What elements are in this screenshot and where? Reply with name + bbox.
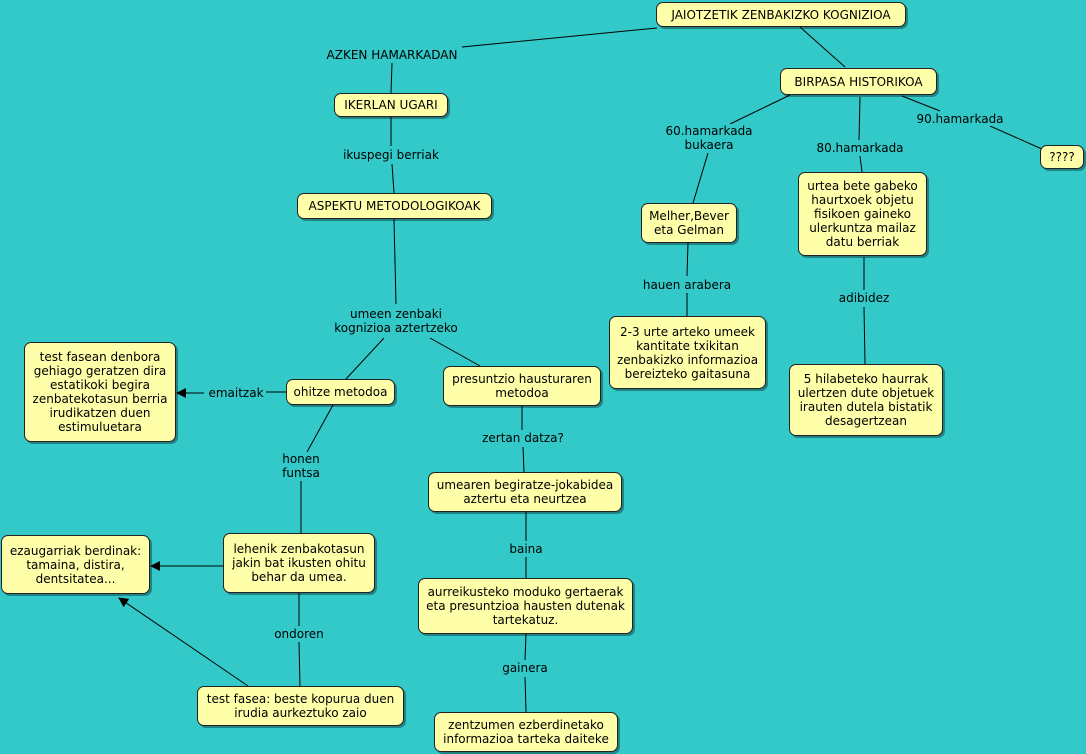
link-line xyxy=(118,597,249,687)
concept-melher-bever-gelman[interactable]: Melher,Bever eta Gelman xyxy=(641,203,737,243)
link-line xyxy=(524,633,527,661)
link-label-honen-funtsa: honen funtsa xyxy=(280,452,322,480)
link-line xyxy=(522,446,525,473)
link-line xyxy=(390,62,393,94)
link-line xyxy=(345,337,385,380)
concept-ohitze-metodoa[interactable]: ohitze metodoa xyxy=(286,379,395,405)
link-label-umeen-zenbaki: umeen zenbaki kognizioa aztertzeko xyxy=(332,307,460,335)
link-line xyxy=(863,306,866,365)
concept-ikerlan-ugari[interactable]: IKERLAN UGARI xyxy=(334,93,448,117)
link-line xyxy=(393,218,397,305)
link-label-zertan-datza: zertan datza? xyxy=(480,431,566,445)
concept-birpasa-historikoa[interactable]: BIRPASA HISTORIKOA xyxy=(780,68,937,95)
concept-presuntzio-metodoa[interactable]: presuntzio hausturaren metodoa xyxy=(443,366,601,406)
link-label-ondoren: ondoren xyxy=(272,627,326,641)
concept-root[interactable]: JAIOTZETIK ZENBAKIZKO KOGNIZIOA xyxy=(656,2,906,27)
concept-test-fasean-denbora[interactable]: test fasean denbora gehiago geratzen dir… xyxy=(24,342,176,442)
link-label-emaitzak: emaitzak xyxy=(206,386,266,400)
concept-lehenik-zenbakotasun[interactable]: lehenik zenbakotasun jakin bat ikusten o… xyxy=(223,533,375,593)
link-label-gainera: gainera xyxy=(500,661,550,675)
link-label-80-hamarkada: 80.hamarkada xyxy=(814,141,906,155)
concept-zentzumen-ezberdinetako[interactable]: zentzumen ezberdinetako informazioa tart… xyxy=(434,712,618,752)
link-label-azken-hamarkadan: AZKEN HAMARKADAN xyxy=(324,48,460,62)
concept-test-fasea-kopurua[interactable]: test fasea: beste kopurua duen irudia au… xyxy=(197,686,404,726)
link-line xyxy=(729,94,791,125)
concept-question-marks[interactable]: ???? xyxy=(1040,145,1084,169)
concept-5-hilabete[interactable]: 5 hilabeteko haurrak ulertzen dute objet… xyxy=(789,364,943,436)
link-line xyxy=(391,163,395,194)
link-label-hauen-arabera: hauen arabera xyxy=(640,278,734,292)
concept-urtea-bete-gabeko[interactable]: urtea bete gabeko haurtxoek objetu fisik… xyxy=(798,172,927,256)
link-line xyxy=(901,95,941,112)
concept-2-3-urte[interactable]: 2-3 urte arteko umeek kantitate txikitan… xyxy=(609,316,766,389)
link-line xyxy=(692,152,709,204)
link-line xyxy=(858,96,861,141)
link-line xyxy=(461,27,658,48)
link-line xyxy=(859,155,863,173)
link-line xyxy=(799,26,846,68)
link-line xyxy=(989,125,1043,150)
concept-ezaugarriak-berdinak[interactable]: ezaugarriak berdinak: tamaina, distira, … xyxy=(1,535,150,594)
link-line xyxy=(686,242,689,277)
link-label-baina: baina xyxy=(507,542,545,556)
link-label-90-hamarkada: 90.hamarkada xyxy=(914,112,1006,126)
link-line xyxy=(306,404,334,453)
link-line xyxy=(298,641,301,688)
link-label-adibidez: adibidez xyxy=(836,291,892,305)
concept-aurreikusteko[interactable]: aurreikusteko moduko gertaerak eta presu… xyxy=(418,578,633,634)
link-label-60-hamarkada: 60.hamarkada bukaera xyxy=(663,124,755,152)
concept-aspektu-metodologikoak[interactable]: ASPEKTU METODOLOGIKOAK xyxy=(297,193,492,219)
link-line xyxy=(429,337,481,367)
concept-begiratze-jokabidea[interactable]: umearen begiratze-jokabidea aztertu eta … xyxy=(428,472,622,512)
link-line xyxy=(524,676,527,713)
link-label-ikuspegi-berriak: ikuspegi berriak xyxy=(341,148,441,162)
